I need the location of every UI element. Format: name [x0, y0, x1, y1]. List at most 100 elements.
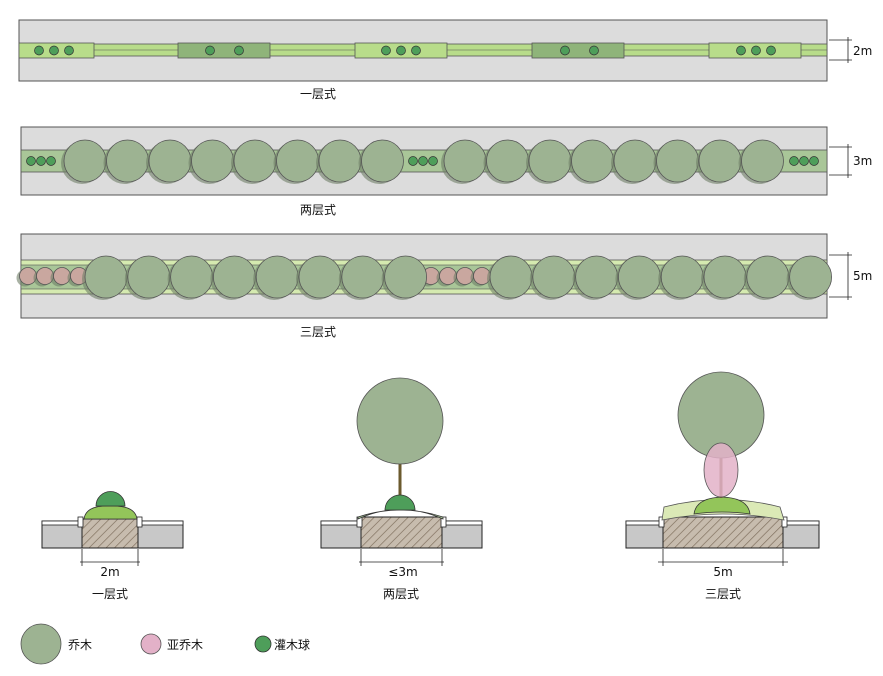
section-label: 两层式: [383, 587, 419, 601]
width-label: 2m: [853, 44, 872, 58]
plan-two-layer: 3m 两层式: [20, 126, 872, 217]
legend-tree-label: 乔木: [68, 638, 92, 652]
tree: [528, 139, 572, 183]
tree: [233, 139, 277, 183]
section-two-layer: ≤3m 两层式: [320, 377, 483, 601]
tree: [618, 255, 661, 299]
shrub-ball: [560, 45, 570, 56]
tree: [341, 255, 385, 299]
tree: [148, 139, 192, 183]
width-label: ≤3m: [388, 565, 417, 579]
shrub-ball: [49, 45, 59, 56]
shrub-ball: [64, 45, 74, 56]
dimension-line: [359, 549, 444, 566]
tree: [741, 139, 784, 183]
shrub-ball: [205, 45, 215, 56]
shrub-ball: [766, 45, 776, 56]
section-label: 一层式: [92, 587, 128, 601]
width-label: 5m: [713, 565, 732, 579]
width-label: 3m: [853, 154, 872, 168]
tree-row: [61, 139, 784, 184]
tree-row: [82, 255, 832, 300]
tree: [656, 139, 699, 183]
small-tree-row: [16, 267, 491, 287]
shrub-ball: [36, 156, 46, 166]
tree: [276, 139, 319, 183]
shrub-bed-1: [18, 42, 95, 59]
curb: [136, 516, 143, 528]
tree-legend-icon: [20, 623, 62, 665]
legend: 乔木 亚乔木 灌木球: [20, 623, 310, 665]
section-three-layer: 5m 三层式: [625, 371, 820, 601]
shrub-ball-legend-icon: [254, 635, 272, 653]
tree: [486, 139, 529, 183]
tree: [613, 139, 657, 183]
tree: [703, 255, 747, 299]
dimension-3m: [829, 144, 852, 178]
tree: [746, 255, 790, 299]
planting-soil: [360, 516, 443, 549]
shrub-ball: [234, 45, 244, 56]
shrub-ball: [46, 156, 56, 166]
tree: [575, 255, 618, 299]
tree: [255, 255, 299, 299]
tree: [127, 255, 171, 299]
tree: [170, 255, 214, 299]
tree: [660, 255, 704, 299]
shrub-ball: [589, 45, 599, 56]
dimension-line: [80, 549, 140, 566]
curb: [77, 516, 84, 528]
tree: [298, 255, 342, 299]
section-one-layer: 2m 一层式: [41, 491, 184, 601]
planting-soil: [81, 518, 139, 549]
planting-soil: [662, 516, 784, 549]
tree: [789, 255, 832, 299]
plan-one-layer: 2m 一层式: [18, 19, 872, 101]
tree: [212, 255, 256, 299]
tree: [63, 139, 107, 183]
shrub-group-middle: [408, 156, 438, 166]
small-tree-legend-icon: [140, 633, 162, 655]
tree: [443, 139, 487, 183]
shrub-group-left: [26, 156, 56, 166]
shrub-bed-4: [531, 42, 625, 59]
curb: [440, 516, 447, 528]
small-tree-crown: [703, 442, 739, 498]
plan-label: 三层式: [300, 325, 336, 339]
shrub-bed-5: [708, 42, 802, 59]
width-label: 5m: [853, 269, 872, 283]
shrub-ball: [26, 156, 36, 166]
tree: [698, 139, 742, 183]
shrub-ball: [396, 45, 406, 56]
plan-three-layer: 5m 三层式: [16, 233, 872, 339]
shrub-bed: [83, 505, 138, 520]
tree: [318, 139, 362, 183]
shrub-ball: [408, 156, 418, 166]
tree: [489, 255, 533, 299]
plan-label: 一层式: [300, 87, 336, 101]
tree: [361, 139, 404, 183]
tree: [191, 139, 234, 183]
plan-label: 两层式: [300, 203, 336, 217]
tree: [106, 139, 149, 183]
dimension-5m: [829, 252, 852, 300]
shrub-ball: [751, 45, 761, 56]
shrub-ball: [736, 45, 746, 56]
tree-crown: [356, 377, 444, 465]
tree: [571, 139, 614, 183]
shrub-ball: [418, 156, 428, 166]
lawn-mound: [357, 509, 444, 520]
legend-small-tree-label: 亚乔木: [167, 638, 203, 652]
shrub-bed-3: [354, 42, 448, 59]
width-label: 2m: [100, 565, 119, 579]
shrub-ball: [411, 45, 421, 56]
section-label: 三层式: [705, 587, 741, 601]
shrub-ball: [809, 156, 819, 166]
shrub-ball: [789, 156, 799, 166]
shrub-bed-2: [177, 42, 271, 59]
tree: [384, 255, 428, 299]
dimension-2m: [829, 37, 852, 63]
legend-shrub-ball-label: 灌木球: [274, 638, 310, 652]
shrub-bed: [693, 496, 751, 515]
